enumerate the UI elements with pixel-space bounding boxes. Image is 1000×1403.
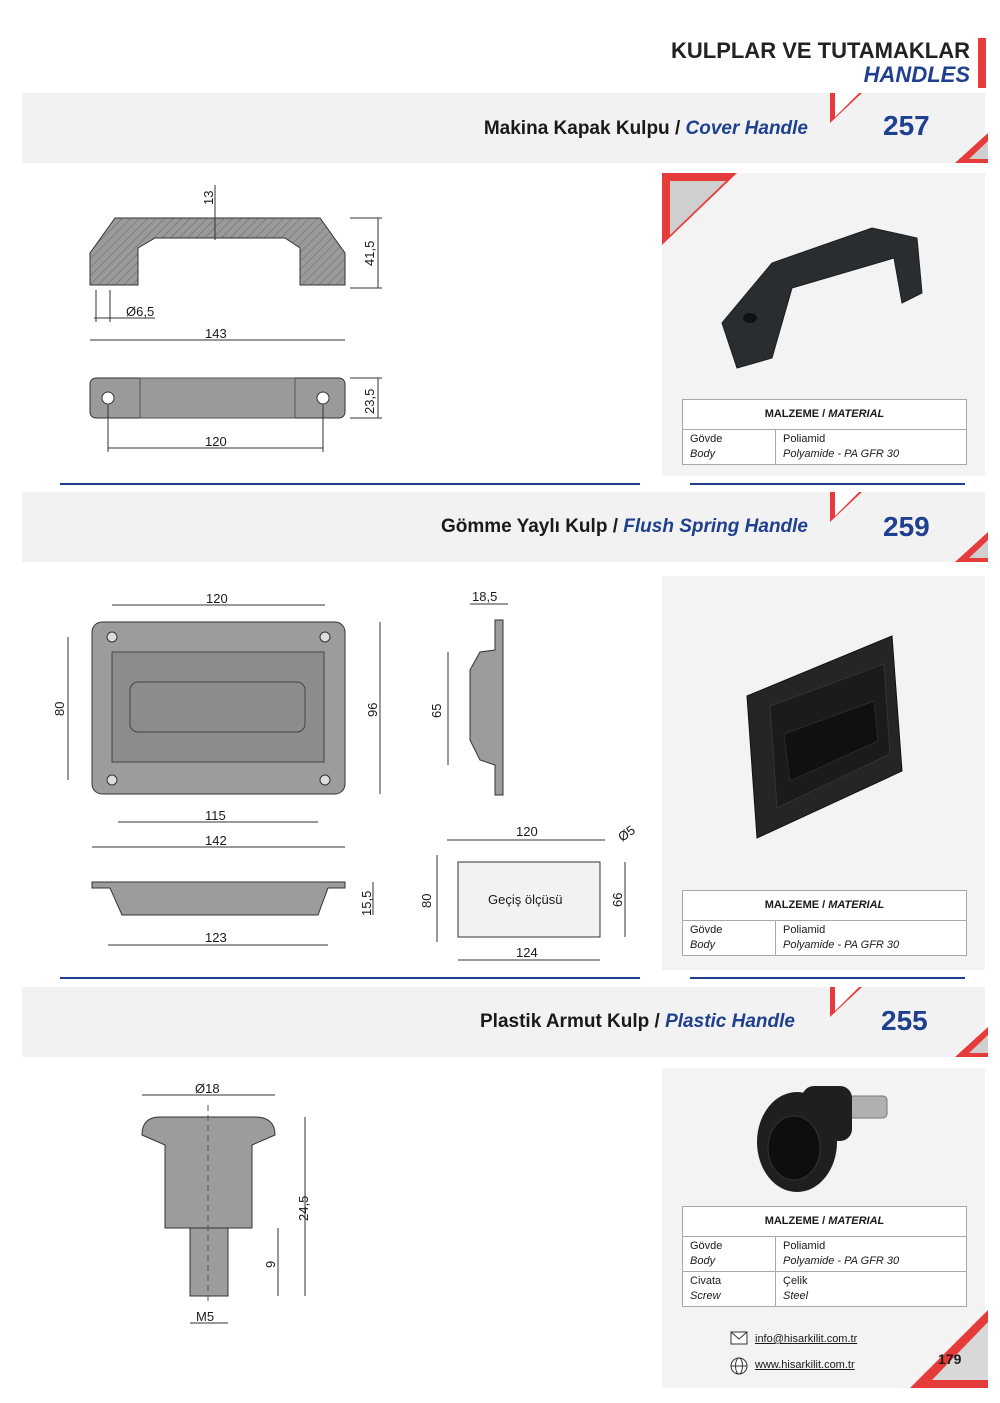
dim-257-5: 120 <box>205 434 227 449</box>
divider-left-1 <box>60 483 640 485</box>
section-corner-257 <box>830 93 988 163</box>
dim-259-4: 142 <box>205 833 227 848</box>
footer-corner <box>910 1310 988 1388</box>
dim-259-13: 124 <box>516 945 538 960</box>
dim-259-7: 18,5 <box>472 589 497 604</box>
section-band-257 <box>22 93 985 163</box>
section-band-255 <box>22 987 985 1057</box>
dim-259-10: Ø5 <box>615 822 638 844</box>
knob-profile-255 <box>141 1116 276 1229</box>
dim-257-3: 143 <box>205 326 227 341</box>
corner-white-257 <box>835 93 859 117</box>
top-view-257 <box>89 377 346 419</box>
side-profile-257 <box>89 217 346 286</box>
title-en-257: Cover Handle <box>685 118 808 139</box>
title-tr-259: Gömme Yaylı Kulp <box>440 516 608 537</box>
handle-shape-257 <box>721 227 923 369</box>
website-link[interactable]: www.hisarkilit.com.tr <box>755 1359 855 1371</box>
title-tr-257: Makina Kapak Kulpu <box>483 118 670 139</box>
page-number: 179 <box>938 1351 962 1367</box>
page-title: KULPLAR VE TUTAMAKLAR <box>670 38 970 63</box>
dim-257-4: 23,5 <box>362 389 377 414</box>
section-title-255: Plastik Armut Kulp / Plastic Handle <box>480 1011 795 1032</box>
dim-255-1: 24,5 <box>296 1196 311 1221</box>
section-title-259: Gömme Yaylı Kulp / Flush Spring Handle <box>440 516 808 537</box>
dim-255-0: Ø18 <box>195 1081 220 1096</box>
dim-255-3: M5 <box>196 1309 214 1324</box>
section-band-259 <box>22 492 985 562</box>
section-corner-255 <box>830 987 988 1057</box>
divider-left-2 <box>60 977 640 979</box>
photo-graphic-259 <box>746 635 903 839</box>
dim-259-8: 65 <box>429 704 444 718</box>
product-code-257: 257 <box>883 110 930 141</box>
product-code-255: 255 <box>881 1005 928 1036</box>
corner-gray-b-257 <box>969 141 988 159</box>
title-tr-255: Plastik Armut Kulp <box>480 1011 650 1032</box>
email-link[interactable]: info@hisarkilit.com.tr <box>755 1333 858 1345</box>
section-corner-259 <box>830 492 988 562</box>
dim-259-9: 120 <box>516 824 538 839</box>
profile-view-259 <box>469 619 504 796</box>
email-icon <box>730 1329 748 1345</box>
photo-graphic-257 <box>662 173 923 369</box>
dim-259-11: 80 <box>419 894 434 908</box>
technical-drawing-257: 13 41,5 Ø6,5 143 23,5 120 <box>89 185 382 452</box>
dim-257-2: Ø6,5 <box>126 304 154 319</box>
dim-259-3: 115 <box>205 808 226 823</box>
side-view-259 <box>91 881 346 916</box>
photo-graphic-255 <box>757 1086 888 1192</box>
cutout-label-259: Geçiş ölçüsü <box>488 892 562 907</box>
header-accent-bar <box>978 38 986 88</box>
section-title-257: Makina Kapak Kulpu / Cover Handle <box>483 118 808 139</box>
product-code-259: 259 <box>883 511 930 542</box>
handle-shape-259 <box>783 700 879 782</box>
dim-259-12: 66 <box>610 893 625 907</box>
dim-259-6: 15,5 <box>359 891 374 916</box>
cutout-rect-259 <box>457 861 601 938</box>
title-en-259: Flush Spring Handle <box>623 516 808 537</box>
dim-257-0: 13 <box>201 191 216 205</box>
dim-257-1: 41,5 <box>362 241 377 266</box>
page-subtitle: HANDLES <box>863 62 970 87</box>
dim-255-2: 9 <box>263 1261 278 1268</box>
divider-right-1 <box>690 483 965 485</box>
technical-drawing-259: 120 80 96 115 142 123 15,5 18,5 65 120 Ø… <box>52 589 638 961</box>
title-en-255: Plastic Handle <box>665 1011 795 1032</box>
dim-259-5: 123 <box>205 930 227 945</box>
screw-profile-255 <box>189 1227 229 1297</box>
dim-259-0: 120 <box>206 591 228 606</box>
dim-259-1: 80 <box>52 702 67 716</box>
globe-icon <box>730 1357 748 1375</box>
divider-right-2 <box>690 977 965 979</box>
technical-drawing-255: Ø18 24,5 9 M5 <box>141 1081 311 1324</box>
dim-259-2: 96 <box>365 703 380 717</box>
